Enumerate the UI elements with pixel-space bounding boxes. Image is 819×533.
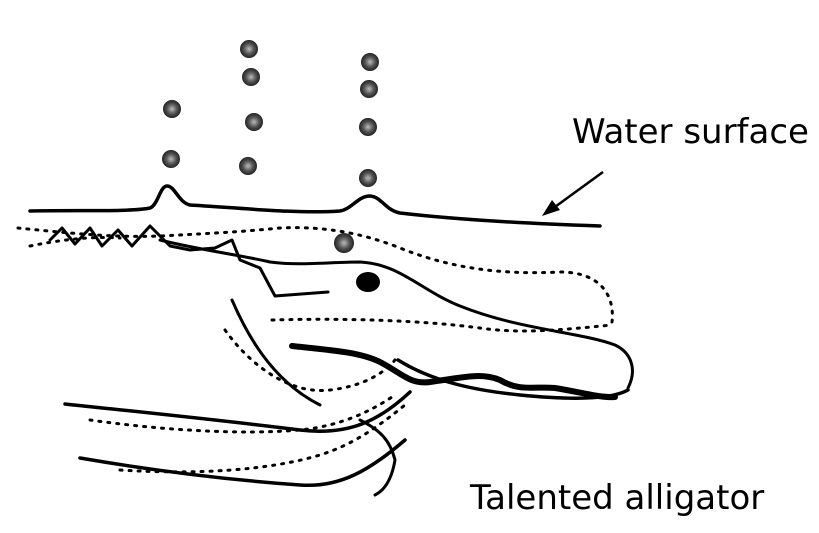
bubble	[360, 80, 378, 98]
bubble	[163, 100, 181, 118]
alligator-solid-outline	[48, 224, 634, 497]
bubble	[242, 68, 260, 86]
alligator-label: Talented alligator	[470, 478, 765, 518]
water-surface-line	[28, 184, 602, 228]
bubble	[359, 118, 377, 136]
bubble	[245, 113, 263, 131]
water-surface-label: Water surface	[572, 112, 809, 152]
alligator-nostril-spot	[334, 233, 354, 253]
bubble	[240, 40, 258, 58]
alligator-eye	[356, 272, 380, 292]
bubbles	[162, 40, 379, 187]
bubble	[361, 53, 379, 71]
bubble	[162, 150, 180, 168]
bubble	[359, 169, 377, 187]
bubble	[239, 157, 257, 175]
water-surface-arrow	[542, 170, 604, 216]
